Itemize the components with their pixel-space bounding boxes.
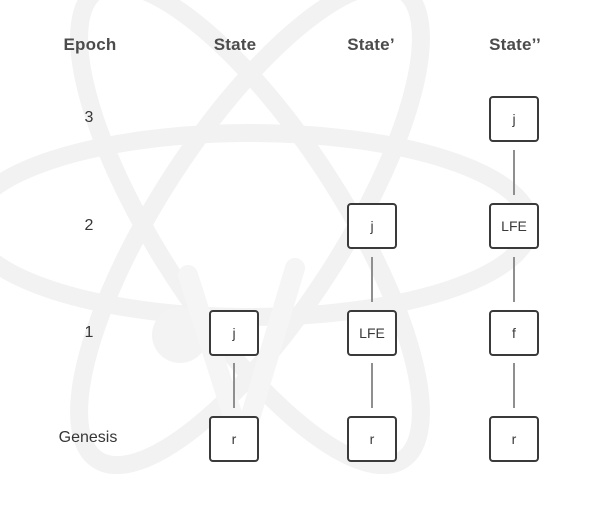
connector-line bbox=[371, 257, 373, 302]
connector-line bbox=[371, 363, 373, 408]
epoch-label-2: 2 bbox=[84, 217, 94, 234]
column-header-state: State bbox=[213, 35, 257, 54]
connector-line bbox=[513, 257, 515, 302]
epoch-label-3: 3 bbox=[84, 109, 94, 126]
connector-line bbox=[233, 363, 235, 408]
node-box-state-double-genesis: r bbox=[489, 416, 539, 462]
node-box-state-prime-genesis: r bbox=[347, 416, 397, 462]
column-header-state-prime: State’ bbox=[347, 35, 395, 54]
epoch-label-1: 1 bbox=[84, 324, 94, 341]
connector-line bbox=[513, 363, 515, 408]
watermark-dot bbox=[152, 307, 208, 363]
connector-line bbox=[513, 150, 515, 195]
node-box-state-double-epoch2: LFE bbox=[489, 203, 539, 249]
column-header-state-double: State’’ bbox=[489, 35, 541, 54]
node-box-state-genesis: r bbox=[209, 416, 259, 462]
node-box-state-double-epoch1: f bbox=[489, 310, 539, 356]
node-box-state-epoch1: j bbox=[209, 310, 259, 356]
node-box-state-prime-epoch2: j bbox=[347, 203, 397, 249]
epoch-label-genesis: Genesis bbox=[58, 429, 118, 446]
node-box-state-double-epoch3: j bbox=[489, 96, 539, 142]
column-header-epoch: Epoch bbox=[63, 35, 117, 54]
node-box-state-prime-epoch1: LFE bbox=[347, 310, 397, 356]
